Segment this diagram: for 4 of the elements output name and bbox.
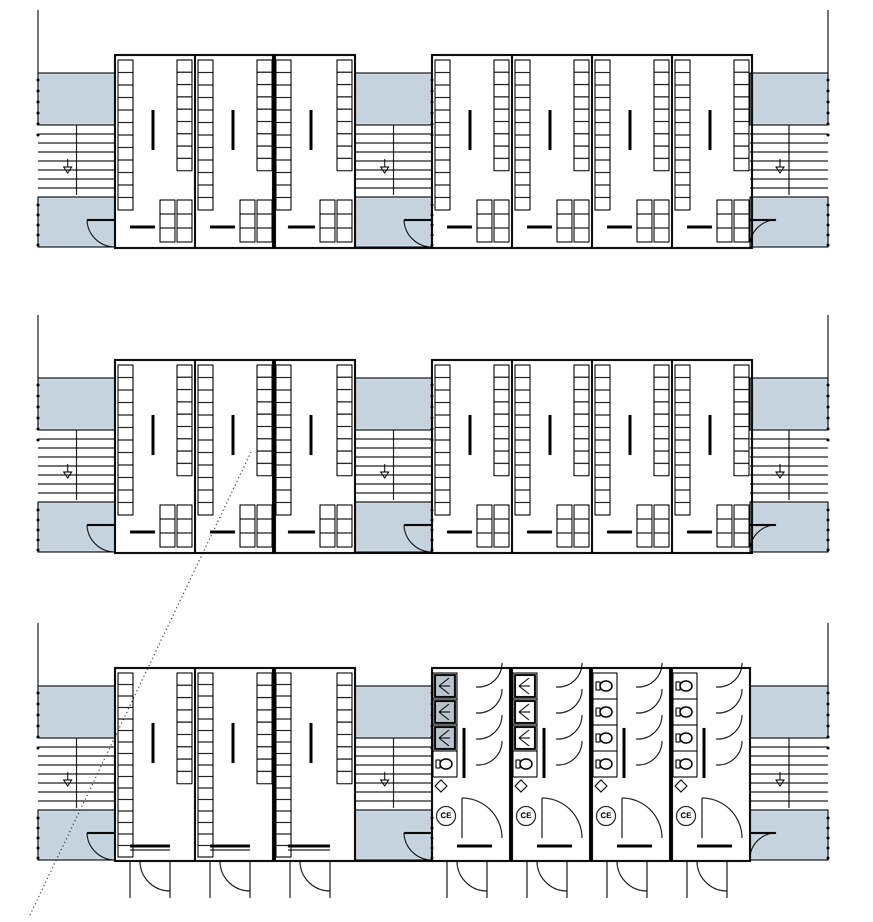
ce-mark: CE <box>676 806 696 826</box>
ce-mark: CE <box>596 806 616 826</box>
ce-mark: CE <box>436 806 456 826</box>
ce-mark: CE <box>516 806 536 826</box>
